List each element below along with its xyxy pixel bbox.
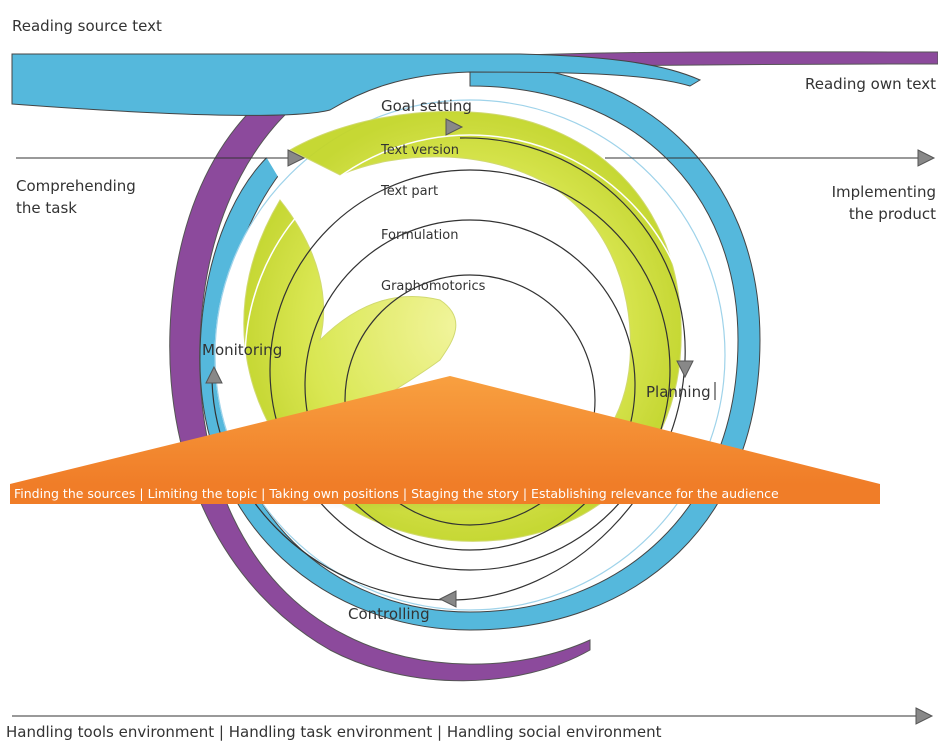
- implementing-arrowhead: [917, 149, 936, 167]
- controlling-label: Controlling: [348, 605, 430, 623]
- white-circle: [244, 134, 696, 586]
- graphomotorics-circle: [344, 274, 596, 526]
- green-spiral: [243, 110, 682, 542]
- level-formulation: Formulation: [381, 228, 459, 243]
- level-text-version: Text version: [381, 143, 460, 158]
- goal-setting-arrowhead: [445, 118, 464, 136]
- monitoring-label: Monitoring: [202, 341, 283, 359]
- reading-source-label: Reading source text: [12, 17, 162, 35]
- competences-banner: Finding the sources | Limiting the topic…: [10, 484, 880, 504]
- thin-blue-circle: [214, 99, 726, 611]
- planning-label: Planning: [646, 383, 711, 401]
- bottom-environment-label: Handling tools environment | Handling ta…: [6, 723, 662, 741]
- implementing-label-line2: the product: [848, 205, 936, 223]
- monitoring-arrowhead: [205, 365, 223, 384]
- text-part-circle: [269, 169, 671, 571]
- level-text-part: Text part: [381, 184, 439, 199]
- goal-setting-label: Goal setting: [381, 97, 472, 115]
- comprehending-label-line1: Comprehending: [16, 177, 136, 195]
- reading-own-label: Reading own text: [805, 75, 936, 93]
- bottom-arrowhead: [915, 707, 934, 725]
- planning-arrowhead: [676, 360, 694, 379]
- controlling-arrowhead: [438, 590, 457, 608]
- formulation-circle: [304, 219, 636, 551]
- level-graphomotorics: Graphomotorics: [381, 279, 486, 294]
- comprehending-label-line2: the task: [16, 199, 77, 217]
- comprehending-arrowhead: [287, 149, 306, 167]
- implementing-label-line1: Implementing: [831, 183, 936, 201]
- orange-triangle: [10, 376, 880, 484]
- blue-top-band: [11, 53, 702, 116]
- cycle-arc: [211, 137, 686, 601]
